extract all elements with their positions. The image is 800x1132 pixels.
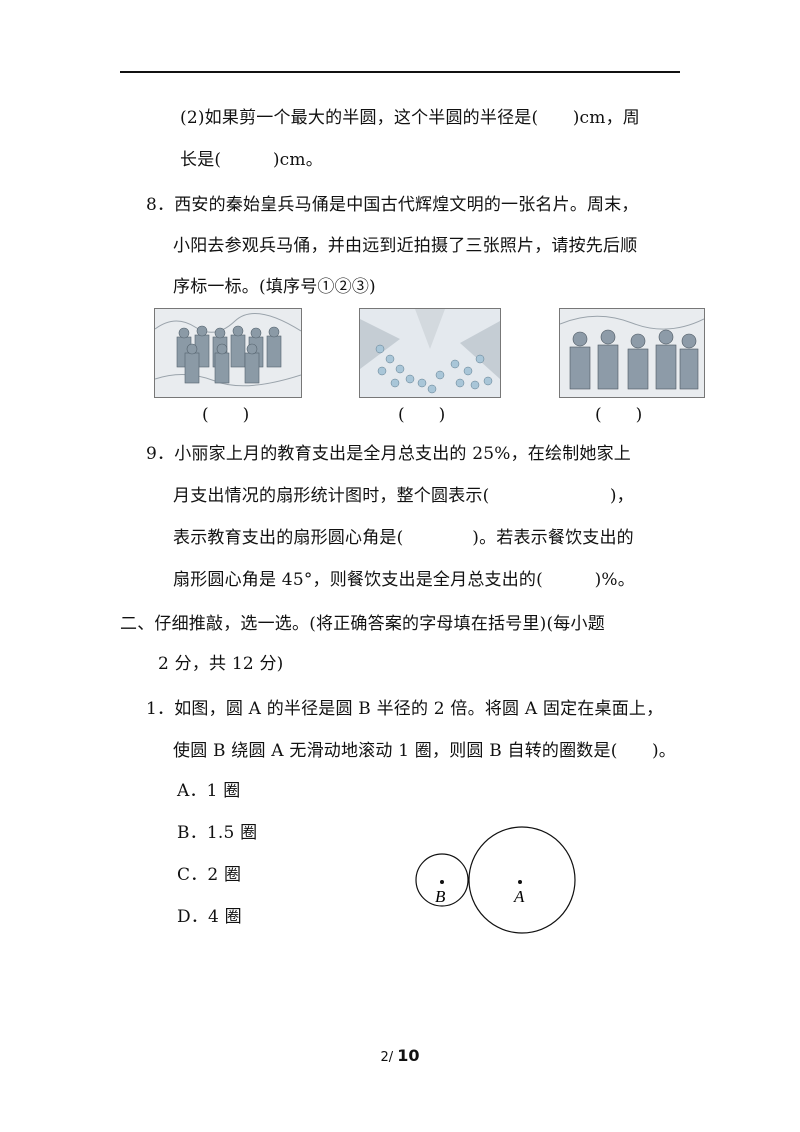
mc-q1-line1: 1．如图，圆 A 的半径是圆 B 半径的 2 倍。将圆 A 固定在桌面上， (146, 699, 664, 719)
section-2-heading: 二、仔细推敲，选一选。(将正确答案的字母填在括号里)(每小题 (120, 614, 605, 634)
q7-part2-line1: (2)如果剪一个最大的半圆，这个半圆的半径是( )cm，周 (180, 108, 640, 128)
circle-a-center (518, 880, 522, 884)
q9-line4: 扇形圆心角是 45°，则餐饮支出是全月总支出的( )%。 (173, 570, 635, 590)
section-2-scoring: 2 分，共 12 分) (158, 654, 284, 674)
warriors-photo-3 (559, 308, 705, 398)
header-rule (120, 71, 680, 73)
photo-3-answer[interactable]: ( ) (595, 405, 643, 425)
circle-a (468, 826, 576, 934)
page-number: 2/ 10 (0, 1046, 800, 1065)
q7-part2-line2: 长是( )cm。 (180, 150, 323, 170)
photo-1-answer[interactable]: ( ) (202, 405, 250, 425)
q9-line1: 9．小丽家上月的教育支出是全月总支出的 25%，在绘制她家上 (146, 444, 632, 464)
q8-line2: 小阳去参观兵马俑，并由远到近拍摄了三张照片，请按先后顺 (173, 236, 638, 256)
mc-q1-line2: 使圆 B 绕圆 A 无滑动地滚动 1 圈，则圆 B 自转的圈数是( )。 (173, 741, 676, 761)
q8-line1: 8．西安的秦始皇兵马俑是中国古代辉煌文明的一张名片。周末， (146, 195, 639, 215)
circle-b (415, 853, 469, 907)
warriors-photo-2 (359, 308, 501, 398)
q9-line2: 月支出情况的扇形统计图时，整个圆表示( )， (173, 486, 634, 506)
photo-2-answer[interactable]: ( ) (398, 405, 446, 425)
page-current: 2/ (380, 1050, 394, 1065)
option-a[interactable]: A．1 圈 (177, 781, 241, 801)
label-a: A (513, 887, 525, 906)
warriors-photo-1 (154, 308, 302, 398)
circles-figure: B A (415, 826, 576, 934)
label-b: B (435, 887, 446, 906)
page-total: 10 (397, 1046, 420, 1065)
option-c[interactable]: C．2 圈 (177, 865, 242, 885)
circle-b-center (440, 880, 444, 884)
option-b[interactable]: B．1.5 圈 (177, 823, 258, 843)
q9-line3: 表示教育支出的扇形圆心角是( )。若表示餐饮支出的 (173, 528, 634, 548)
q8-line3: 序标一标。(填序号①②③) (173, 277, 376, 297)
option-d[interactable]: D．4 圈 (177, 907, 242, 927)
